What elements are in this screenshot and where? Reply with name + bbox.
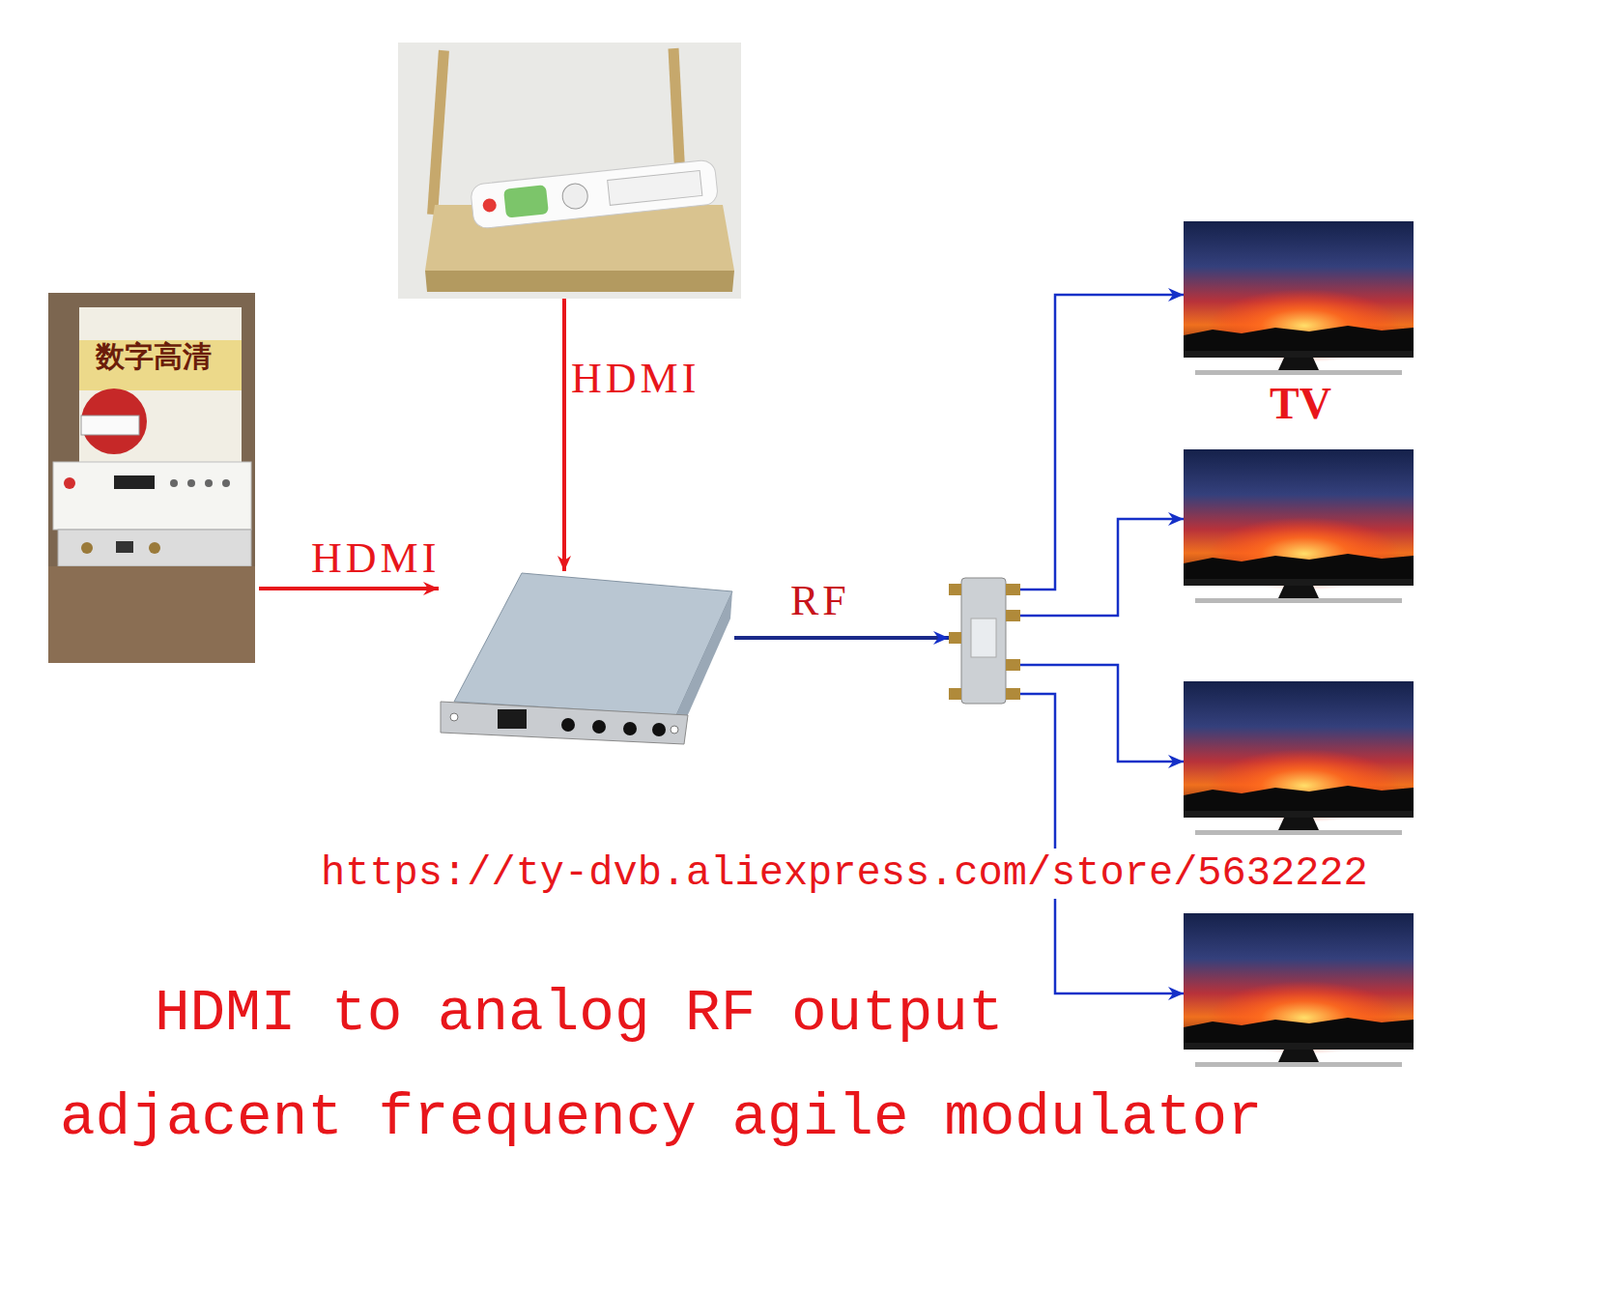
tv-node [1183, 913, 1414, 1076]
remote-keypad [607, 170, 703, 205]
caption-line: HDMI to analog RF output [152, 977, 1006, 1049]
splitter-plate [971, 618, 997, 658]
box-logo [63, 477, 76, 489]
tv-node [1183, 681, 1414, 844]
modulator-node [438, 571, 735, 745]
android-box-photo [398, 42, 742, 299]
remote-control [469, 159, 718, 229]
tv-illustration [1183, 913, 1414, 1067]
connector [562, 298, 567, 572]
front-panel [440, 701, 688, 744]
f-connector [1005, 687, 1021, 700]
connector [1020, 693, 1184, 994]
f-connector [1005, 609, 1021, 622]
modulator-illustration [440, 572, 733, 744]
android-box-node [398, 42, 742, 299]
connector [1020, 664, 1184, 762]
display [497, 709, 527, 729]
f-connector [948, 687, 962, 700]
box-front [425, 270, 735, 292]
caption-line: adjacent frequency agile modulator [57, 1082, 1265, 1153]
connector [258, 586, 439, 591]
set-top-box-node: 数字高清 [48, 292, 259, 663]
box-button [187, 479, 196, 487]
tv-illustration [1183, 221, 1414, 375]
remote-control [81, 415, 140, 435]
package-logo [81, 388, 147, 455]
f-connector [1005, 583, 1021, 596]
connector [734, 635, 949, 640]
knob [652, 722, 666, 737]
remote-button [561, 182, 590, 211]
signal-label: HDMI [571, 353, 700, 403]
splitter-node [948, 571, 1021, 710]
knob [623, 721, 637, 736]
store-url: https://ty-dvb.aliexpress.com/store/5632… [318, 848, 1371, 899]
antenna [427, 50, 450, 215]
hdmi-port [115, 541, 134, 553]
box-display [114, 475, 155, 489]
f-connector [948, 583, 962, 596]
remote-button [503, 184, 549, 218]
package-box [79, 307, 242, 462]
knob [592, 719, 606, 734]
splitter-illustration [948, 577, 1021, 704]
remote-button [482, 198, 497, 213]
box-button [204, 479, 213, 487]
tv-illustration [1183, 681, 1414, 835]
photo-ground [398, 42, 742, 299]
f-connector [948, 631, 962, 644]
tv-node: TV [1183, 221, 1418, 434]
knob [561, 717, 575, 732]
modulator-side [676, 591, 733, 735]
remote-body [469, 159, 718, 229]
node-text: 数字高清 [48, 340, 259, 374]
connector [1020, 294, 1184, 590]
signal-label: HDMI [311, 533, 440, 583]
box-button [170, 479, 178, 487]
connector [1020, 518, 1184, 616]
box-button [222, 479, 230, 487]
signal-label: RF [790, 575, 851, 626]
tv-illustration [1183, 449, 1414, 603]
mount-hole [450, 713, 458, 721]
tv-node [1183, 449, 1414, 614]
node-text: TV [1183, 378, 1418, 430]
box-back-panel [57, 529, 252, 567]
photo-floor [48, 566, 256, 663]
set-top-box [53, 461, 252, 530]
f-connector [1005, 658, 1021, 671]
connector [148, 542, 161, 554]
connector [81, 542, 93, 554]
splitter-body [961, 577, 1006, 704]
mount-hole [670, 725, 679, 734]
